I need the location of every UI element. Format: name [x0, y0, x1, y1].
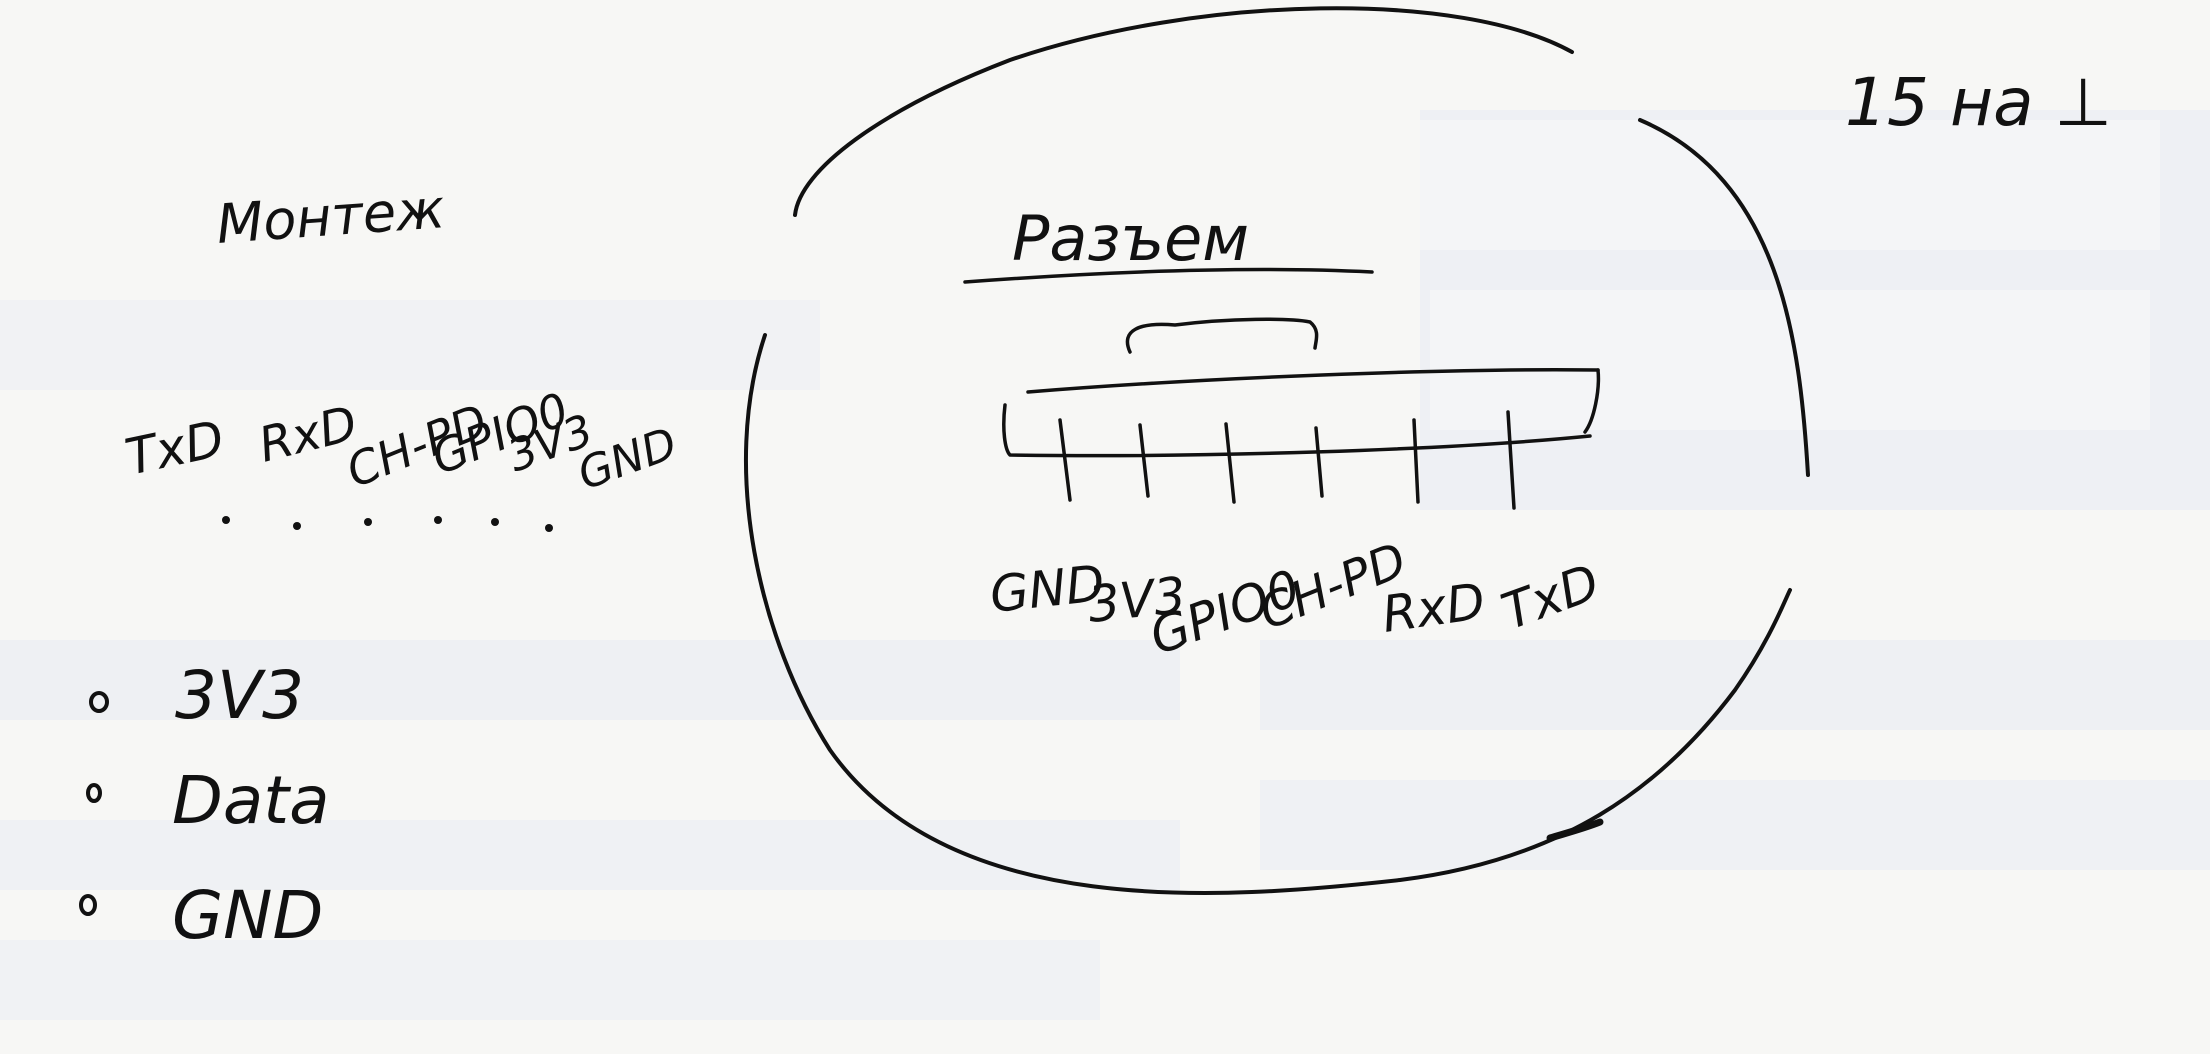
- sensor-pin-dot: [79, 894, 97, 916]
- connector-pin-label: 3V3: [1085, 566, 1188, 634]
- sensor-pin-dot: [86, 783, 102, 803]
- module-pin-dot: [434, 516, 442, 524]
- sensor-pin-label: GND: [172, 877, 323, 954]
- module-pin-dot: [545, 524, 553, 532]
- module-pin-dot: [293, 522, 301, 530]
- module-pin-dot: [222, 516, 230, 524]
- connector-pin: [1138, 423, 1150, 498]
- connector-title-underline: [963, 267, 1374, 284]
- connector-drawing: [1002, 317, 1601, 458]
- sensor-pin-label: 3V3: [175, 657, 304, 734]
- module-pin-dots: [222, 516, 553, 532]
- enclosing-circle-stroke: [1546, 818, 1604, 842]
- connector-pin: [1224, 422, 1236, 504]
- connector-top-edge: [1026, 367, 1600, 394]
- connector-pin: [1412, 418, 1420, 504]
- sensor-pin-dot: [89, 691, 109, 713]
- connector-pin: [1506, 410, 1516, 510]
- connector-pin-label: RxD: [1379, 572, 1489, 644]
- connector-pin-label: GND: [987, 554, 1107, 624]
- connector-pin: [1058, 418, 1072, 502]
- connector-right-edge: [1583, 368, 1601, 434]
- module-pin-dot: [491, 518, 499, 526]
- module-pin-dot: [364, 518, 372, 526]
- connector-pins: [1058, 410, 1516, 510]
- top-right-note: 15 на ⊥: [1845, 64, 2112, 141]
- background-bleedthrough: [0, 110, 2210, 1020]
- enclosing-circle: [744, 6, 1810, 895]
- sensor-pins: 3V3 Data GND: [79, 657, 330, 954]
- connector-body: [1002, 403, 1592, 458]
- connector-pin: [1314, 426, 1324, 498]
- connector-title: Разъем: [1012, 202, 1249, 275]
- module-pin-label: TxD: [120, 409, 229, 486]
- module-pin-labels: TxD RxD CH-PD GPIO0 3V3 GND: [120, 382, 683, 501]
- connector-latch: [1125, 317, 1319, 354]
- sensor-pin-label: Data: [172, 762, 330, 839]
- module-title: Монтеж: [215, 177, 447, 256]
- connector-pin-label: TxD: [1494, 553, 1607, 641]
